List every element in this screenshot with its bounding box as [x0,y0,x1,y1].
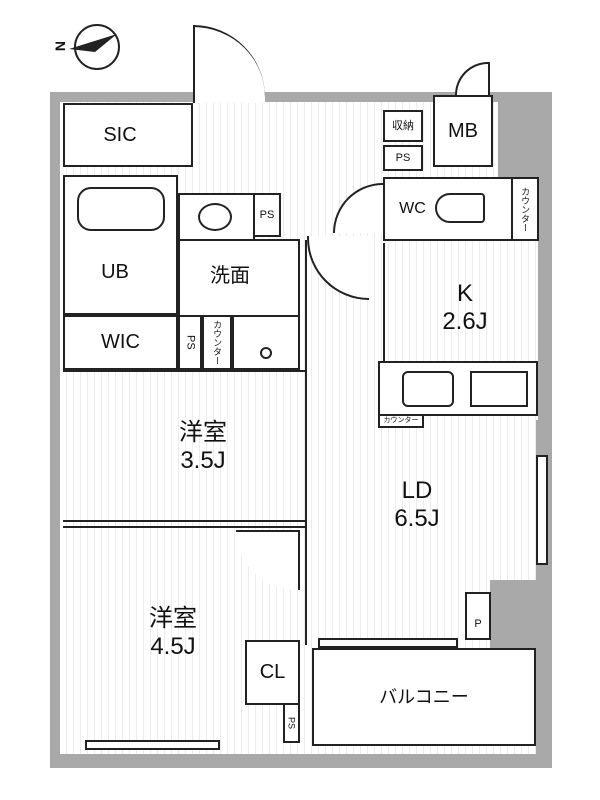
label-kitchen: K 2.6J [405,273,525,343]
room-wic: WIC [63,315,178,370]
room-ub: UB [63,175,178,315]
vanity [178,193,255,241]
storage: 収納 [383,110,423,142]
stove-icon [470,371,528,407]
closet: CL [245,640,300,705]
kitchen-counter [378,361,538,416]
compass: N [52,22,125,72]
north-arrow-icon [69,24,120,70]
room-wc: WC カウンター [383,177,539,241]
kitchen-name: K [456,280,473,308]
kitchen-size: 2.6J [442,308,488,335]
label-counter-wash: カウンター [212,320,223,365]
ld-name: LD [401,477,433,505]
label-p: P [474,617,482,630]
label-ub: UB [101,260,129,283]
label-wc: WC [399,199,426,217]
label-wic: WIC [101,331,140,353]
ld-size: 6.5J [394,505,440,532]
room-western-1: 洋室 3.5J [63,370,305,522]
label-ps-hall: PS [395,151,411,164]
balcony-wall [490,580,540,650]
sink-icon [198,203,232,231]
label-storage: 収納 [392,119,414,132]
drain-icon [260,347,272,359]
ps-cl: PS [283,703,300,743]
room2-window[interactable] [85,740,220,750]
ps-wic: PS [178,315,202,370]
balcony: バルコニー [312,648,536,746]
mb: MB [433,95,493,167]
label-counter-kitchen: カウンター [383,416,419,424]
room1-name: 洋室 [179,419,227,447]
room-kitchen: K 2.6J [383,243,537,361]
counter-wc: カウンター [511,177,539,241]
mb-door[interactable] [455,62,490,95]
ps-bath: PS [253,193,281,237]
label-balcony: バルコニー [379,686,469,707]
room-ld: LD 6.5J [305,240,537,645]
compass-label: N [52,40,69,52]
entrance-door[interactable] [193,25,265,103]
label-ps-bath: PS [259,208,275,221]
p-space: P [465,592,491,640]
room2-size: 4.5J [150,633,196,660]
label-ps-wic: PS [184,335,197,350]
pipe-space-wall [498,92,552,180]
label-room1: 洋室 3.5J [153,412,253,482]
ps-hall: PS [383,145,423,171]
label-counter-wc: カウンター [520,186,531,232]
room-western-2: 洋室 4.5J [63,526,305,746]
label-mb: MB [448,119,478,142]
label-sic: SIC [103,123,137,146]
label-ld: LD 6.5J [357,470,477,540]
label-senmen: 洗面 [210,264,250,287]
balcony-window[interactable] [318,638,458,648]
room-senmen: 洗面 [178,239,300,317]
ld-window[interactable] [536,455,548,565]
room-sic: SIC [63,103,193,167]
label-ps-cl: PS [286,716,297,729]
counter-kitchen: カウンター [378,414,424,428]
room1-size: 3.5J [180,447,226,474]
toilet-icon [435,193,485,223]
bathtub-icon [77,187,165,231]
label-cl: CL [259,661,286,683]
label-room2: 洋室 4.5J [123,598,223,668]
counter-wash: カウンター [202,315,232,370]
kitchen-sink-icon [402,371,454,407]
washer-space [232,315,300,370]
room2-name: 洋室 [149,605,197,633]
